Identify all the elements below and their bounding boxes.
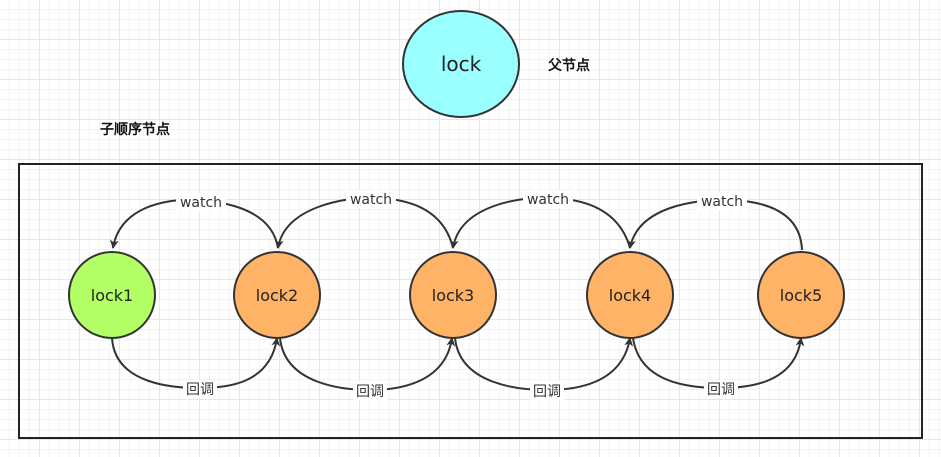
parent-node: lock (402, 10, 520, 118)
child-node-lock4: lock4 (586, 251, 674, 339)
watch-label-bg-3 (523, 190, 573, 208)
callback-label-bg-2 (353, 382, 387, 400)
child-node-lock1: lock1 (68, 251, 156, 339)
callback-label-bg-4 (704, 380, 738, 398)
callback-label-bg-1 (183, 380, 217, 398)
watch-label-bg-2 (346, 190, 396, 208)
child-node-shape (233, 251, 321, 339)
watch-label-bg-1 (176, 193, 226, 211)
parent-node-label: lock (441, 52, 482, 76)
children-container (18, 163, 923, 439)
child-node-label: lock4 (609, 286, 651, 305)
watch-label-3: watch (527, 192, 569, 208)
callback-label-bg-3 (530, 382, 564, 400)
watch-label-1: watch (180, 195, 222, 211)
child-node-shape (757, 251, 845, 339)
child-node-shape (409, 251, 497, 339)
child-node-lock5: lock5 (757, 251, 845, 339)
callback-label-3: 回调 (533, 384, 561, 400)
callback-label-1: 回调 (186, 382, 214, 398)
parent-node-shape (402, 10, 520, 118)
watch-label-2: watch (350, 192, 392, 208)
children-caption: 子顺序节点 (100, 121, 170, 138)
child-node-label: lock2 (256, 286, 298, 305)
child-node-label: lock3 (432, 286, 474, 305)
parent-node-caption: 父节点 (547, 57, 590, 74)
callback-label-2: 回调 (356, 384, 384, 400)
child-node-lock2: lock2 (233, 251, 321, 339)
child-node-shape (68, 251, 156, 339)
watch-label-bg-4 (697, 192, 747, 210)
callback-label-4: 回调 (707, 382, 735, 398)
child-node-lock3: lock3 (409, 251, 497, 339)
watch-label-4: watch (701, 194, 743, 210)
child-node-shape (586, 251, 674, 339)
child-node-label: lock5 (780, 286, 822, 305)
child-node-label: lock1 (91, 286, 133, 305)
